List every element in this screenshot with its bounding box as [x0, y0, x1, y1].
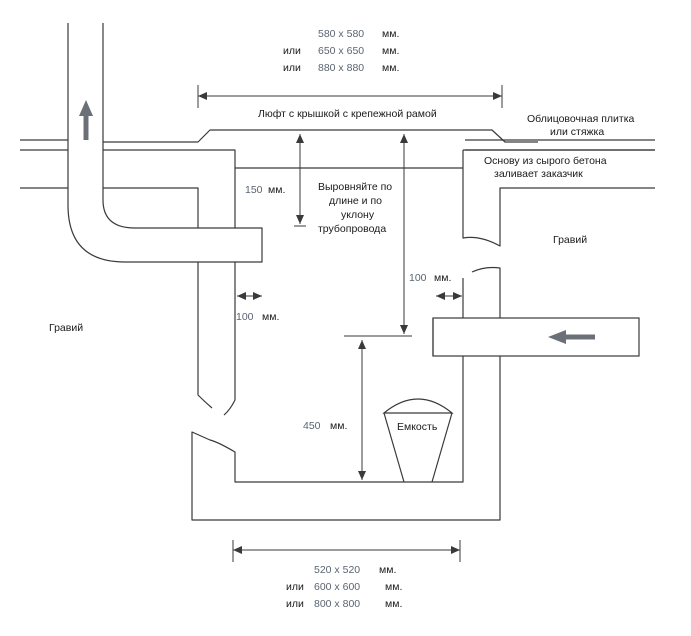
container-label: Емкость: [397, 421, 438, 433]
dim-100-left-value: 100: [236, 311, 254, 323]
dim-100-left-unit: мм.: [262, 311, 279, 323]
dim-150-value: 150: [245, 184, 263, 196]
top-size-2-unit: мм.: [382, 45, 399, 57]
left-upper-block: [103, 149, 236, 228]
top-size-2-value: 650 x 650: [318, 45, 364, 57]
dim-450-value: 450: [303, 420, 321, 432]
left-upper-block-base: [103, 187, 199, 228]
top-size-3-unit: мм.: [382, 62, 399, 74]
hatch-label: Люфт с крышкой с крепежной рамой: [258, 108, 437, 120]
align-note-line2: длине и по: [329, 195, 382, 207]
tile-label-line1: Облицовочная плитка: [527, 113, 635, 125]
dim-150-unit: мм.: [268, 184, 285, 196]
bottom-size-2-prefix: или: [286, 581, 304, 593]
bottom-size-2-unit: мм.: [385, 581, 402, 593]
top-size-3-value: 880 x 880: [318, 62, 364, 74]
container-bucket: [382, 398, 454, 483]
top-size-1-value: 580 x 580: [318, 28, 364, 40]
right-upper-block: [462, 150, 655, 247]
concrete-label-line2: заливает заказчик: [494, 168, 583, 180]
align-note-line1: Выровняйте по: [318, 181, 392, 193]
right-wall: [191, 266, 501, 521]
gravel-label-left: Гравий: [49, 322, 83, 334]
top-size-1-unit: мм.: [382, 28, 399, 40]
top-size-3-prefix: или: [283, 62, 301, 74]
dim-100-right-unit: мм.: [434, 272, 451, 284]
concrete-label-line1: Основу из сырого бетона: [484, 155, 607, 167]
gravel-label-right: Гравий: [553, 234, 587, 246]
left-wall: [197, 262, 213, 409]
bottom-size-3-unit: мм.: [385, 598, 402, 610]
align-note-line3: уклону: [341, 209, 375, 221]
tile-label-line2: или стяжка: [550, 126, 604, 138]
bottom-size-1-value: 520 x 520: [314, 564, 360, 576]
dim-450-unit: мм.: [330, 420, 347, 432]
dim-100-right-value: 100: [409, 272, 427, 284]
bottom-size-3-prefix: или: [286, 598, 304, 610]
bottom-size-2-value: 600 x 600: [314, 581, 360, 593]
bottom-size-3-value: 800 x 800: [314, 598, 360, 610]
bottom-size-1-unit: мм.: [379, 564, 396, 576]
right-inlet-pipe: [432, 317, 640, 357]
left-pipe: [67, 23, 263, 263]
hatch-frame: [103, 129, 538, 143]
align-note-line4: трубопровода: [318, 223, 386, 235]
left-wall-inner: [223, 262, 236, 416]
flow-arrow-up: [79, 100, 93, 140]
top-size-2-prefix: или: [283, 45, 301, 57]
flow-arrow-left: [548, 330, 595, 344]
